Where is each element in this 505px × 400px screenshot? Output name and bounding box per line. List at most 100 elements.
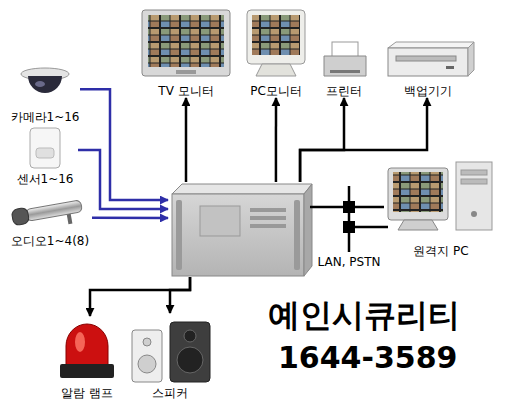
alarm-lamp-illustration [60,364,114,378]
dvr-illustration [294,200,300,270]
remote-pc-illustration [398,220,438,230]
remote-pc-illustration [388,162,492,230]
connector-arrow [78,150,168,209]
speaker-illustration [132,330,162,382]
connector-arrow [80,89,168,200]
dvr-illustration [172,184,312,194]
device-label: 카메라1~16 [11,110,80,124]
remote-pc-illustration [461,179,487,184]
sensor-illustration [30,128,60,168]
connector-arrow [380,206,384,209]
device-node: LAN, PSTN [318,183,380,269]
dvr-illustration [250,208,286,212]
microphone-illustration [11,207,30,226]
device-node: 원격지 PC [384,158,498,258]
dvr-illustration [172,194,304,276]
connector-arrow [300,98,344,182]
network-switch-illustration [348,186,351,252]
device-label: 스피커 [152,386,188,400]
remote-pc-illustration [471,211,477,217]
device-node: 센서1~16 [12,128,78,186]
connector-arrow [275,98,278,182]
microphone-illustration [67,214,73,225]
device-node: 오디오1~4(8) [8,190,92,248]
network-switch-illustration [343,221,355,233]
alarm-lamp-illustration [75,332,85,352]
printer-illustration [324,56,366,76]
camera-illustration [21,68,69,93]
backup-device-illustration [446,66,454,69]
speaker-illustration [138,355,156,373]
dvr-illustration [172,184,312,276]
backup-device-illustration [388,42,474,76]
device-label: 센서1~16 [17,172,74,186]
device-node: 스피커 [125,313,215,400]
sensor-illustration [30,128,60,168]
network-switch-illustration [343,201,355,213]
dvr-illustration [304,184,312,276]
device-label: 오디오1~4(8) [11,234,89,248]
backup-device-illustration [388,48,468,76]
connector-arrow [170,277,190,313]
dvr-illustration [250,216,286,220]
remote-pc-illustration [456,162,492,230]
connector-group [78,89,427,316]
connector-arrow [185,98,188,182]
connector-arrow [92,217,168,220]
device-node: TV 모니터 [138,8,234,98]
pc-monitor-illustration [247,10,305,76]
phone-number: 1644-3589 [278,340,457,375]
device-node: 프린터 [318,38,370,98]
device-label: PC모니터 [250,84,302,98]
backup-device-illustration [388,42,474,48]
network-switch-illustration [355,226,388,229]
device-label: 원격지 PC [413,244,468,258]
pc-monitor-illustration [252,15,300,55]
dvr-illustration [250,224,286,228]
backup-device-illustration [396,56,456,61]
device-node: 백업기기 [380,38,475,98]
tv-monitor-illustration [176,70,196,74]
device-node: PC모니터 [243,8,309,98]
camera-illustration [28,76,62,93]
device-label: 알람 램프 [61,386,113,400]
alarm-lamp-illustration [66,324,108,366]
remote-pc-illustration [393,172,443,212]
alarm-lamp-illustration [60,324,114,378]
pc-monitor-illustration [247,10,305,64]
speaker-illustration [143,338,151,346]
connector-arrow [310,206,318,209]
backup-device-illustration [468,42,474,76]
camera-illustration [35,81,45,87]
company-name: 예인시큐리티 [268,294,460,338]
printer-illustration [330,70,360,73]
device-node: 카메라1~16 [10,66,80,124]
network-switch-illustration [318,186,388,252]
tv-monitor-illustration [142,10,230,76]
connector-arrow [300,98,427,182]
tv-monitor-illustration [148,15,224,67]
pc-monitor-illustration [256,64,296,76]
printer-illustration [324,42,366,76]
microphone-illustration [11,198,84,234]
connector-arrow [90,277,190,316]
remote-pc-illustration [461,170,487,175]
dvr-illustration [200,206,240,236]
device-label: 프린터 [326,84,362,98]
speaker-illustration [177,347,203,373]
sensor-illustration [36,148,54,158]
speaker-illustration [132,322,210,382]
remote-pc-illustration [388,168,448,220]
device-label: LAN, PSTN [318,255,381,269]
dvr-illustration [176,200,182,270]
device-label: 백업기기 [404,84,452,98]
device-label: TV 모니터 [158,84,213,98]
speaker-illustration [184,330,196,342]
tv-monitor-illustration [142,10,230,76]
dvr-box [168,182,310,277]
microphone-illustration [25,200,82,222]
speaker-illustration [170,322,210,382]
device-node: 알람 램프 [55,316,119,400]
